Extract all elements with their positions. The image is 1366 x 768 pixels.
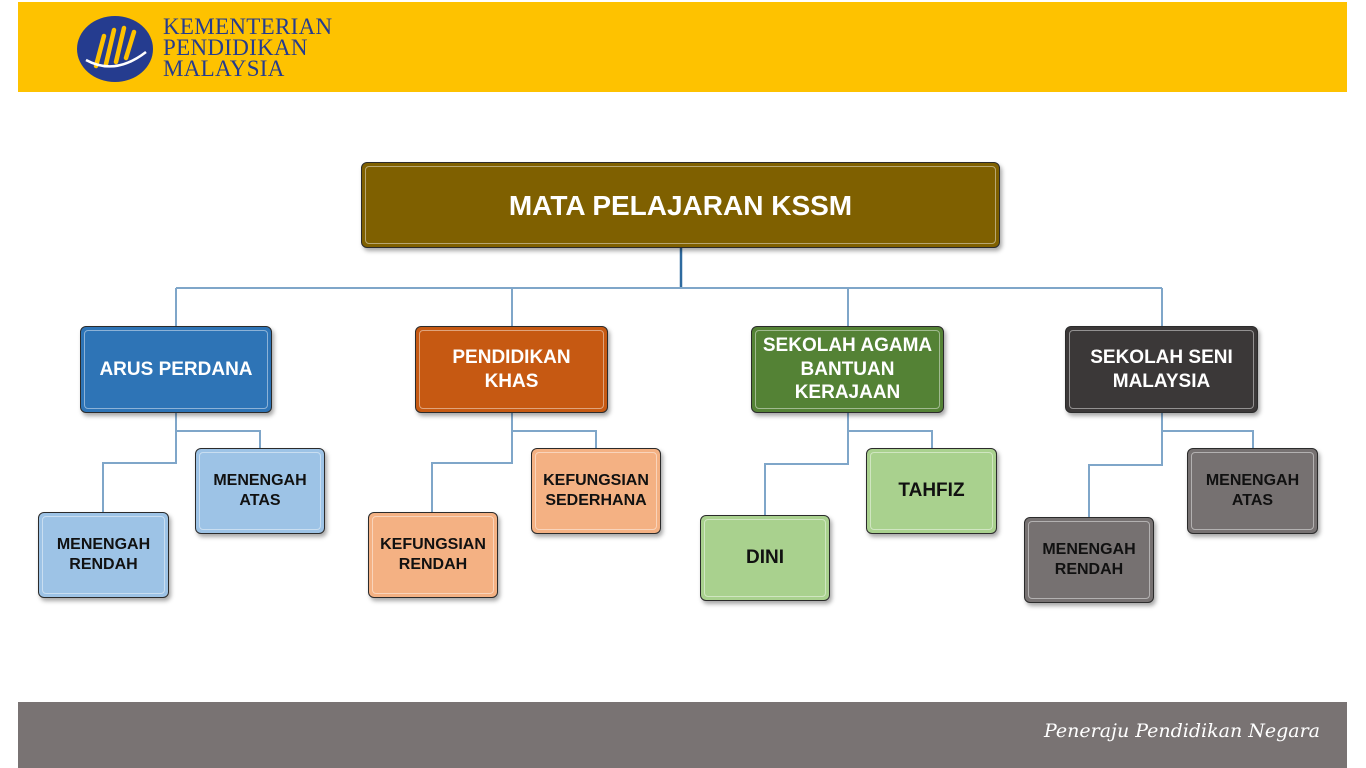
category-pendidikan-khas: PENDIDIKAN KHAS <box>415 326 608 413</box>
footer-banner: Peneraju Pendidikan Negara <box>18 702 1347 768</box>
kpm-logo-emblem-icon <box>77 16 153 82</box>
root-node: MATA PELAJARAN KSSM <box>361 162 1000 248</box>
leaf-agama-tahfiz: TAHFIZ <box>866 448 997 534</box>
header-banner: KEMENTERIAN PENDIDIKAN MALAYSIA <box>18 2 1347 92</box>
leaf-arus-menengah-atas: MENENGAH ATAS <box>195 448 325 534</box>
logo-line-1: KEMENTERIAN <box>163 14 333 39</box>
leaf-agama-dini: DINI <box>700 515 830 601</box>
leaf-seni-menengah-atas: MENENGAH ATAS <box>1187 448 1318 534</box>
category-sekolah-seni: SEKOLAH SENI MALAYSIA <box>1065 326 1258 413</box>
category-arus-perdana: ARUS PERDANA <box>80 326 272 413</box>
footer-tagline: Peneraju Pendidikan Negara <box>1043 720 1320 742</box>
leaf-arus-menengah-rendah: MENENGAH RENDAH <box>38 512 169 598</box>
leaf-khas-kefungsian-rendah: KEFUNGSIAN RENDAH <box>368 512 498 598</box>
category-sekolah-agama: SEKOLAH AGAMA BANTUAN KERAJAAN <box>751 326 944 413</box>
logo-line-2: PENDIDIKAN <box>163 35 308 60</box>
leaf-khas-kefungsian-sederhana: KEFUNGSIAN SEDERHANA <box>531 448 661 534</box>
logo-text: KEMENTERIAN PENDIDIKAN MALAYSIA <box>163 14 333 81</box>
logo-line-3: MALAYSIA <box>163 56 285 81</box>
leaf-seni-menengah-rendah: MENENGAH RENDAH <box>1024 517 1154 603</box>
